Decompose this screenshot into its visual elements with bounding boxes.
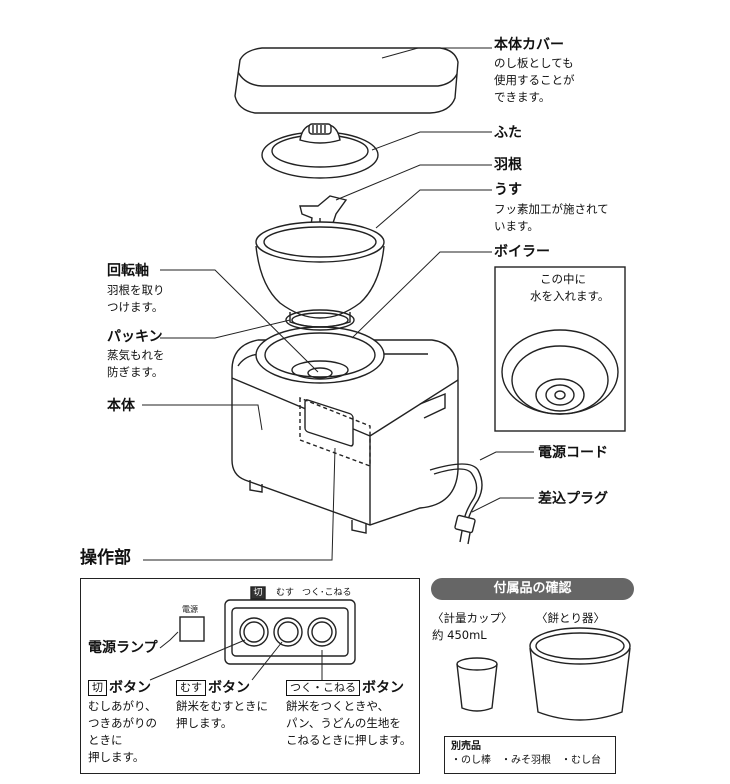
container-name: 〈餅とり器〉 (536, 611, 605, 625)
steam-desc-2: 押します。 (176, 716, 233, 730)
sold-separately-box: 別売品 ・のし棒 ・みそ羽根 ・むし台 (444, 736, 616, 774)
body-label: 本体 (107, 398, 135, 414)
mochi-container-illustration (529, 627, 631, 721)
knead-button-label: ボタン (362, 680, 404, 696)
control-panel-illustration (179, 586, 356, 665)
cover-desc-1: のし板としても (494, 56, 574, 70)
mortar-illustration (255, 221, 385, 328)
packing-label: パッキン (107, 329, 163, 345)
measuring-cup-illustration (456, 657, 498, 712)
steam-button-tag: むす (176, 680, 206, 696)
cup-amount: 約 450mL (432, 628, 487, 642)
leader-lines (142, 47, 534, 681)
packing-desc-2: 防ぎます。 (107, 365, 164, 379)
cord-label: 電源コード (538, 445, 608, 461)
mortar-label: うす (494, 182, 522, 198)
steam-desc-1: 餅米をむすときに (176, 699, 268, 713)
knead-desc-2: パン、うどんの生地を (286, 716, 401, 730)
lid-illustration (261, 123, 379, 179)
shaft-desc-1: 羽根を取り (107, 283, 165, 297)
off-desc-1: むしあがり、 (88, 699, 157, 713)
knead-desc-3: こねるときに押します。 (286, 733, 412, 747)
off-desc-4: 押します。 (88, 750, 145, 764)
off-button-tag: 切 (88, 680, 107, 696)
mortar-desc-1: フッ素加工が施されて (494, 202, 609, 216)
packing-desc-1: 蒸気もれを (107, 348, 165, 362)
knead-desc-1: 餅米をつくときや、 (286, 699, 390, 713)
cover-illustration (234, 47, 459, 114)
control-highlight (299, 396, 371, 468)
cover-desc-2: 使用することが (494, 73, 575, 87)
mortar-desc-2: います。 (494, 219, 539, 233)
off-desc-3: ときに (88, 733, 123, 747)
sold-separately-title: 別売品 (451, 741, 481, 752)
shaft-desc-2: つけます。 (107, 300, 164, 314)
off-button-label: ボタン (109, 680, 151, 696)
panel-power-small: 電源 (182, 605, 198, 614)
control-label: 操作部 (80, 548, 131, 568)
cover-label: 本体カバー (494, 37, 564, 53)
off-desc-2: つきあがりの (88, 716, 157, 730)
plug-label: 差込プラグ (538, 491, 608, 507)
knead-button-tag: つく・こねる (286, 680, 360, 696)
lid-label: ふた (494, 125, 522, 141)
shaft-label: 回転軸 (107, 263, 149, 279)
power-lamp-label: 電源ランプ (88, 640, 158, 656)
control-panel-box (80, 578, 420, 774)
boiler-label: ボイラー (494, 244, 550, 260)
blade-label: 羽根 (494, 157, 522, 173)
accessories-title: 付属品の確認 (431, 578, 634, 600)
cup-name: 〈計量カップ〉 (432, 611, 513, 625)
body-illustration (231, 309, 459, 534)
panel-steam-top-label: むす (276, 588, 295, 598)
cover-desc-3: できます。 (494, 90, 551, 104)
panel-knead-top-label: つく･こねる (302, 588, 352, 598)
cord-illustration (429, 463, 483, 545)
boiler-inset (494, 266, 626, 432)
steam-button-label: ボタン (208, 680, 250, 696)
sold-separately-items: ・のし棒 ・みそ羽根 ・むし台 (451, 755, 601, 766)
panel-off-top-label: 切 (253, 588, 263, 598)
boiler-note-1: この中に (540, 272, 586, 286)
boiler-note-2: 水を入れます。 (530, 289, 610, 303)
